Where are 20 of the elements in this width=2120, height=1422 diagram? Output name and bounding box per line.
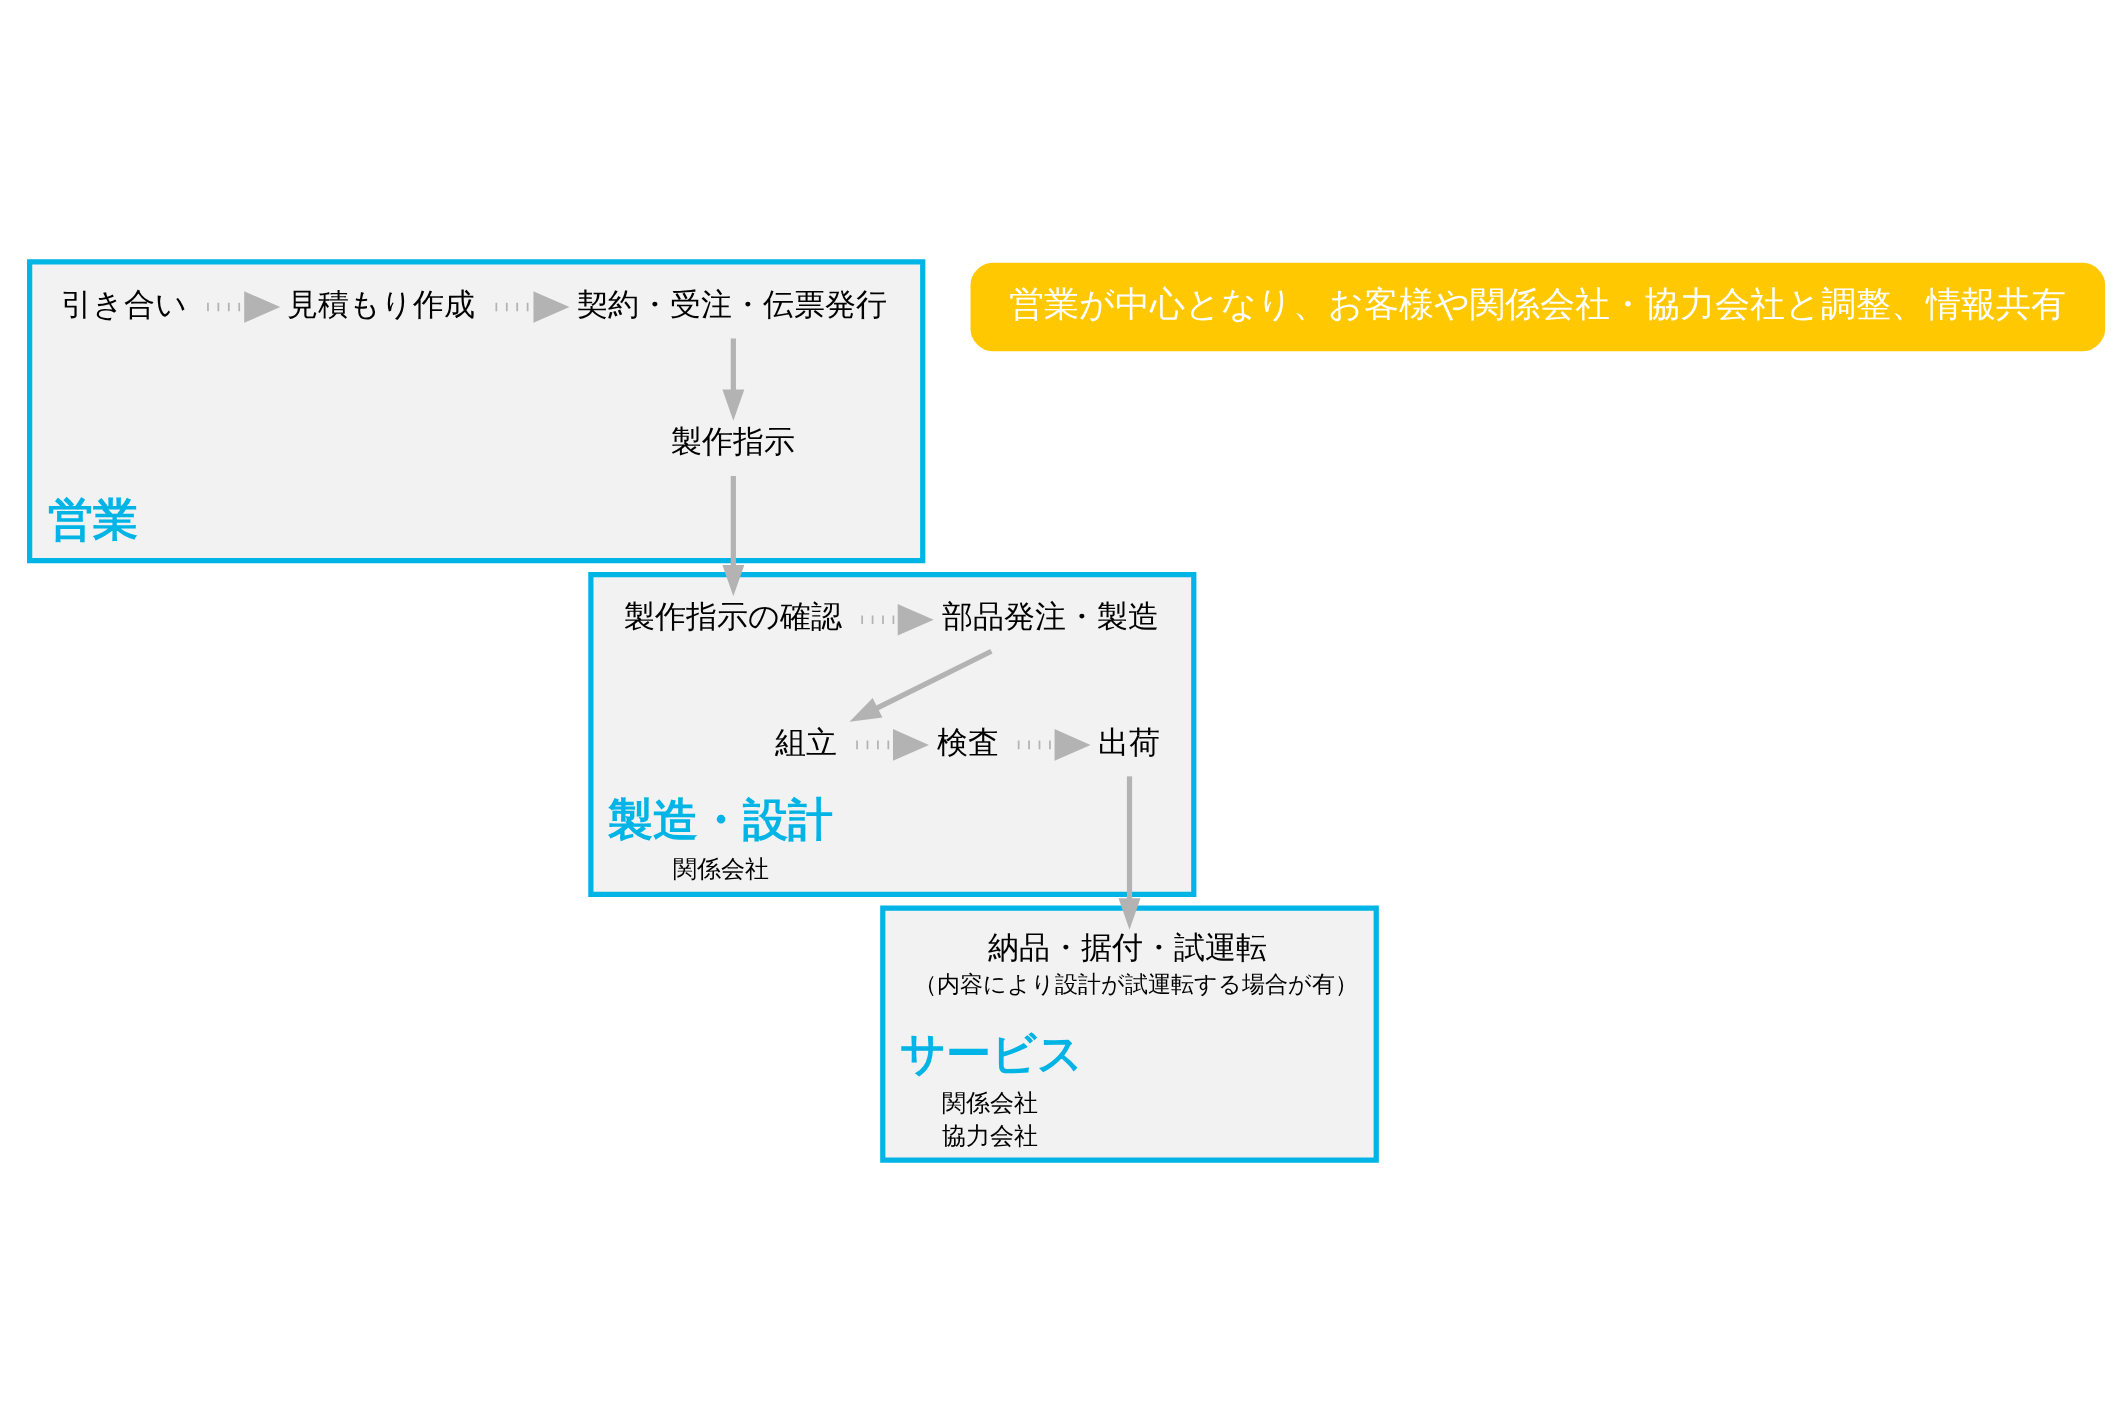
node-text: 出荷 [1098, 723, 1161, 760]
arrow [722, 476, 745, 597]
arrow [861, 604, 934, 636]
arrow [1017, 729, 1091, 761]
node-text: 納品・据付・試運転 （内容により設計が試運転する場合が有） [914, 928, 1359, 998]
node-text: 部品発注・製造 [941, 598, 1159, 635]
arrow [849, 648, 993, 722]
node-text: 組立 [775, 723, 838, 760]
arrow [207, 291, 281, 323]
arrow [722, 338, 745, 421]
node-box: 営業が中心となり、お客様や関係会社・協力会社と調整、情報共有 [970, 262, 2106, 352]
node-text: 見積もり作成 [286, 285, 475, 322]
node-text: 製作指示 [670, 422, 795, 459]
node-text: 引き合い [60, 285, 187, 322]
arrow [856, 729, 929, 761]
node-text: 検査 [936, 723, 999, 760]
arrow [1118, 776, 1141, 930]
node-text: 製作指示の確認 [623, 598, 842, 635]
node-text: 契約・受注・伝票発行 [576, 285, 887, 322]
arrow [495, 291, 570, 323]
